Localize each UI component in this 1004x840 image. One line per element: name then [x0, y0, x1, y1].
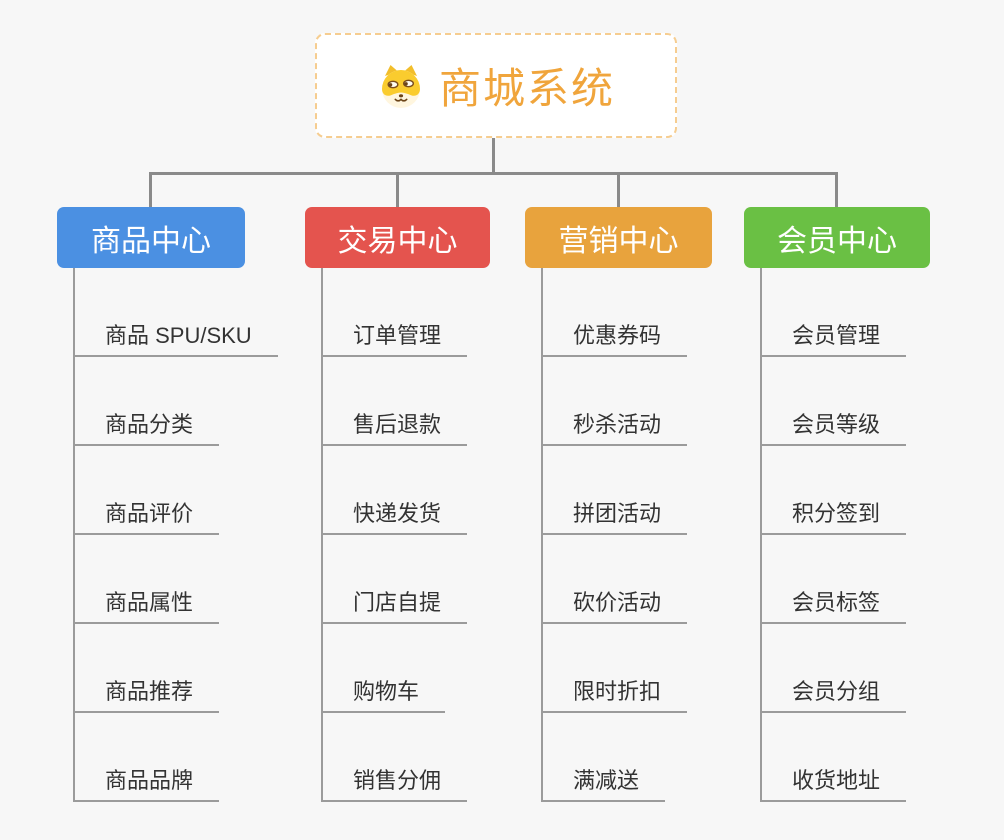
leaf-item[interactable]: 收货地址	[760, 766, 907, 802]
connector-drop-marketing	[617, 172, 620, 208]
leaf-item[interactable]: 拼团活动	[541, 499, 688, 535]
branch-box-product[interactable]: 商品中心	[57, 207, 245, 268]
leaf-item[interactable]: 售后退款	[321, 410, 468, 446]
branch-column-marketing: 优惠券码 秒杀活动 拼团活动 砍价活动 限时折扣 满减送	[541, 268, 791, 802]
leaf-item[interactable]: 销售分佣	[321, 766, 468, 802]
root-node[interactable]: 商城系统	[315, 33, 677, 138]
leaf-item[interactable]: 限时折扣	[541, 677, 688, 713]
branch-box-marketing[interactable]: 营销中心	[525, 207, 712, 268]
connector-spine	[321, 268, 323, 802]
leaf-item[interactable]: 会员标签	[760, 588, 907, 624]
leaf-item[interactable]: 秒杀活动	[541, 410, 688, 446]
leaf-item[interactable]: 商品评价	[73, 499, 220, 535]
connector-spine	[73, 268, 75, 802]
branch-column-member: 会员管理 会员等级 积分签到 会员标签 会员分组 收货地址	[760, 268, 1004, 802]
branch-label: 商品中心	[91, 224, 211, 258]
leaf-item[interactable]: 商品推荐	[73, 677, 220, 713]
leaf-item[interactable]: 积分签到	[760, 499, 907, 535]
leaf-item[interactable]: 砍价活动	[541, 588, 688, 624]
branch-label: 营销中心	[558, 224, 679, 258]
branch-column-trade: 订单管理 售后退款 快递发货 门店自提 购物车 销售分佣	[321, 268, 571, 802]
leaf-item[interactable]: 会员管理	[760, 321, 907, 357]
branch-label: 会员中心	[777, 224, 897, 258]
connector-root-stem	[492, 138, 495, 173]
leaf-item[interactable]: 优惠券码	[541, 321, 688, 357]
leaf-item[interactable]: 满减送	[541, 766, 666, 802]
leaf-item[interactable]: 门店自提	[321, 588, 468, 624]
connector-drop-product	[149, 172, 152, 208]
connector-drop-trade	[396, 172, 399, 208]
leaf-item[interactable]: 订单管理	[321, 321, 468, 357]
connector-spine	[541, 268, 543, 802]
root-title: 商城系统	[438, 65, 615, 112]
branch-label: 交易中心	[337, 224, 458, 258]
branch-column-product: 商品 SPU/SKU 商品分类 商品评价 商品属性 商品推荐 商品品牌	[73, 268, 323, 802]
leaf-item[interactable]: 会员等级	[760, 410, 907, 446]
leaf-item[interactable]: 商品 SPU/SKU	[73, 321, 278, 357]
leaf-item[interactable]: 会员分组	[760, 677, 907, 713]
leaf-item[interactable]: 商品品牌	[73, 766, 220, 802]
doge-icon	[377, 62, 425, 110]
leaf-item[interactable]: 商品属性	[73, 588, 220, 624]
branch-box-member[interactable]: 会员中心	[744, 207, 930, 268]
branch-box-trade[interactable]: 交易中心	[305, 207, 490, 268]
connector-horizontal	[149, 172, 838, 175]
connector-spine	[760, 268, 762, 802]
leaf-item[interactable]: 购物车	[321, 677, 446, 713]
leaf-item[interactable]: 商品分类	[73, 410, 220, 446]
leaf-item[interactable]: 快递发货	[321, 499, 468, 535]
connector-drop-member	[835, 172, 838, 208]
